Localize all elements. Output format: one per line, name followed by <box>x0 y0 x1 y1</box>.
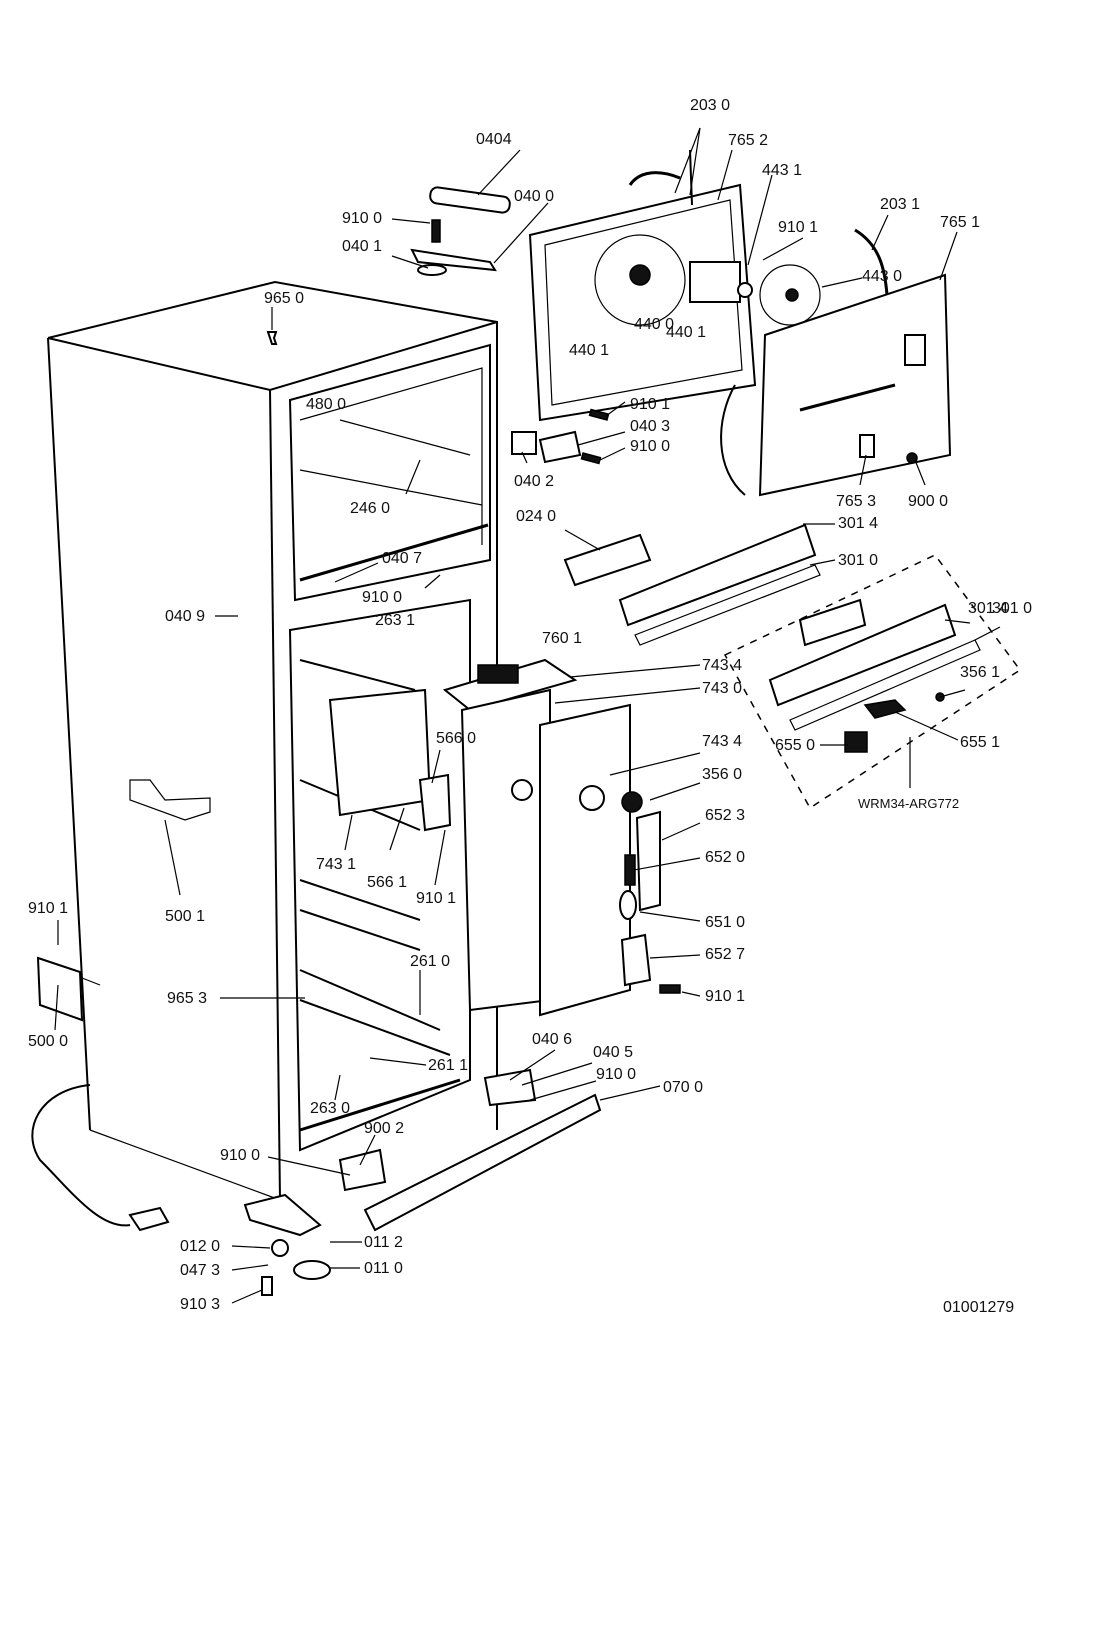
label-301-0-variant: 301 0 <box>992 600 1033 617</box>
label-743-0: 743 0 <box>702 680 743 697</box>
label-760-1: 760 1 <box>542 630 583 647</box>
light-housing-group <box>328 658 681 1017</box>
label-910-1-mid: 910 1 <box>630 396 671 413</box>
label-263-1: 263 1 <box>375 612 416 629</box>
control-panel-group <box>563 523 1022 810</box>
label-655-0: 655 0 <box>775 737 816 754</box>
label-500-1: 500 1 <box>165 908 206 925</box>
label-0404: 0404 <box>476 131 512 148</box>
label-443-0: 443 0 <box>862 268 903 285</box>
top-hinge-group <box>266 186 511 345</box>
label-566-0: 566 0 <box>436 730 477 747</box>
label-443-1: 443 1 <box>762 162 803 179</box>
label-040-0: 040 0 <box>514 188 555 205</box>
label-566-1: 566 1 <box>367 874 408 891</box>
label-301-4-variant: 301 4 <box>968 600 1009 617</box>
label-356-0: 356 0 <box>702 766 743 783</box>
middle-hinge-group <box>511 408 610 465</box>
label-652-3: 652 3 <box>705 807 746 824</box>
label-440-1-right: 440 1 <box>666 324 707 341</box>
label-012-0: 012 0 <box>180 1238 221 1255</box>
label-500-0: 500 0 <box>28 1033 69 1050</box>
label-910-1-center: 910 1 <box>416 890 457 907</box>
label-910-1-right: 910 1 <box>705 988 746 1005</box>
label-040-1: 040 1 <box>342 238 383 255</box>
label-910-0-left: 910 0 <box>362 589 403 606</box>
leader-lines <box>54 127 1001 1304</box>
label-480-0: 480 0 <box>306 396 347 413</box>
label-040-7: 040 7 <box>382 550 423 567</box>
label-040-9: 040 9 <box>165 608 206 625</box>
label-203-1: 203 1 <box>880 196 921 213</box>
label-655-1: 655 1 <box>960 734 1001 751</box>
label-743-4-top: 743 4 <box>702 657 743 674</box>
label-246-0: 246 0 <box>350 500 391 517</box>
label-652-0: 652 0 <box>705 849 746 866</box>
label-261-1: 261 1 <box>428 1057 469 1074</box>
label-910-1-top: 910 1 <box>778 219 819 236</box>
label-356-1: 356 1 <box>960 664 1001 681</box>
label-910-0-foot: 910 0 <box>220 1147 261 1164</box>
label-965-3: 965 3 <box>167 990 208 1007</box>
label-047-3: 047 3 <box>180 1262 221 1279</box>
label-743-4-mid: 743 4 <box>702 733 743 750</box>
label-910-0-top: 910 0 <box>342 210 383 227</box>
label-910-1-left: 910 1 <box>28 900 69 917</box>
label-301-4-main: 301 4 <box>838 515 879 532</box>
fan-housing <box>528 149 889 422</box>
label-024-0: 024 0 <box>516 508 557 525</box>
label-965-0: 965 0 <box>264 290 305 307</box>
label-651-0: 651 0 <box>705 914 746 931</box>
label-040-5: 040 5 <box>593 1044 634 1061</box>
label-440-1-left: 440 1 <box>569 342 610 359</box>
label-301-0-main: 301 0 <box>838 552 879 569</box>
label-040-3: 040 3 <box>630 418 671 435</box>
label-765-3: 765 3 <box>836 493 877 510</box>
bottom-hinge-group <box>243 1068 602 1296</box>
label-652-7: 652 7 <box>705 946 746 963</box>
label-910-0-mid: 910 0 <box>630 438 671 455</box>
freezer-door <box>720 273 952 497</box>
label-263-0: 263 0 <box>310 1100 351 1117</box>
drawing-number: 01001279 <box>943 1299 1015 1316</box>
label-910-3: 910 3 <box>180 1296 221 1313</box>
label-203-0: 203 0 <box>690 97 731 114</box>
label-765-1: 765 1 <box>940 214 981 231</box>
label-261-0: 261 0 <box>410 953 451 970</box>
label-900-0: 900 0 <box>908 493 949 510</box>
label-040-2: 040 2 <box>514 473 555 490</box>
label-011-2: 011 2 <box>364 1234 403 1251</box>
label-910-0-low: 910 0 <box>596 1066 637 1083</box>
label-765-2: 765 2 <box>728 132 769 149</box>
label-011-0: 011 0 <box>364 1260 403 1277</box>
label-variant-code: WRM34-ARG772 <box>858 796 960 811</box>
label-040-6: 040 6 <box>532 1031 573 1048</box>
label-900-2: 900 2 <box>364 1120 405 1137</box>
label-440-0: 440 0 <box>634 316 675 333</box>
label-070-0: 070 0 <box>663 1079 704 1096</box>
label-743-1: 743 1 <box>316 856 357 873</box>
